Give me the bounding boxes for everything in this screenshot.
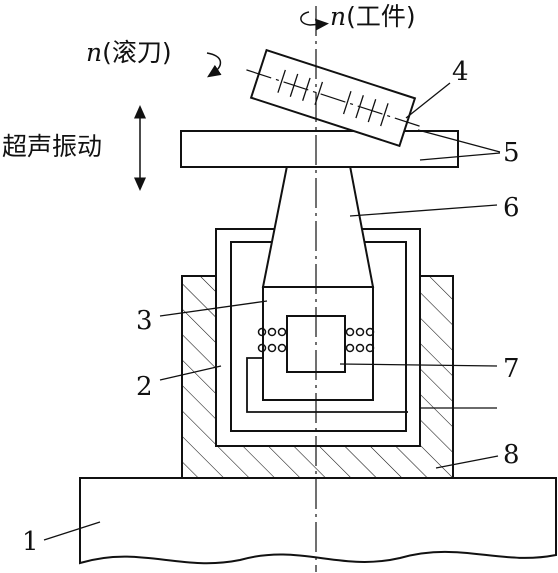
vibration-label: 超声振动 <box>2 132 102 161</box>
hob-rotation-arrow-icon <box>206 52 222 78</box>
part-label-7: 7 <box>503 354 520 384</box>
workpiece-rotation-arrow-icon <box>300 11 329 31</box>
part-label-5: 5 <box>503 138 520 168</box>
horn <box>261 165 375 288</box>
part-label-1: 1 <box>22 527 39 557</box>
workpiece-speed-label: n(工件) <box>330 2 416 31</box>
part-label-2: 2 <box>136 372 153 402</box>
part-label-6: 6 <box>503 193 520 223</box>
inner-bracket <box>246 357 408 413</box>
base-plate <box>79 477 557 565</box>
part-label-8: 8 <box>503 440 520 470</box>
coil-windings <box>257 327 375 353</box>
transducer-body <box>262 286 374 401</box>
hob-speed-label: n(滚刀) <box>86 38 172 67</box>
part-label-3: 3 <box>136 306 153 336</box>
part-label-4: 4 <box>452 57 469 87</box>
hob-cutter <box>246 48 420 148</box>
leader-lines <box>43 82 501 541</box>
table-plate <box>180 130 459 168</box>
